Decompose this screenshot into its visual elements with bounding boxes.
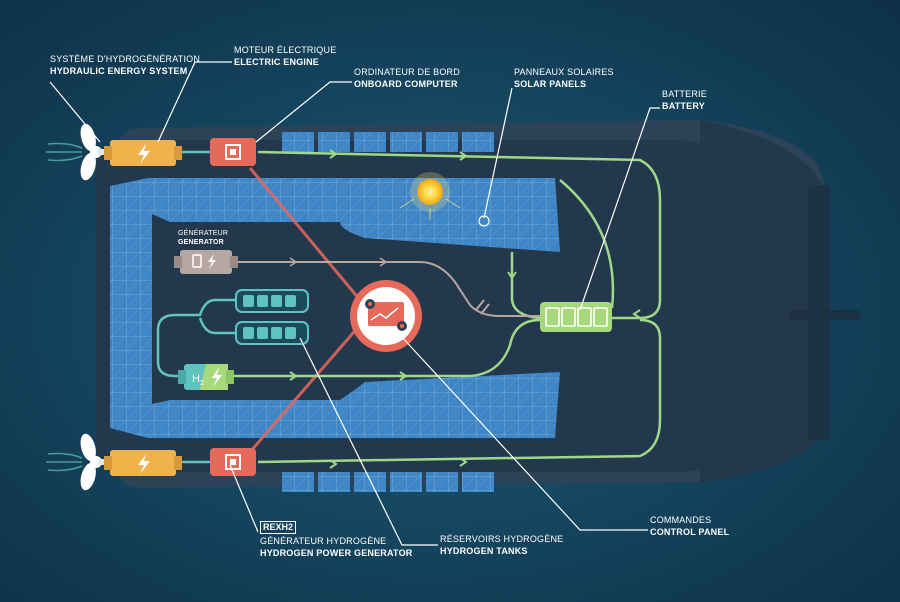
control-panel xyxy=(350,280,422,352)
lightning-icon xyxy=(212,367,222,387)
label-fr: GÉNÉRATEUR xyxy=(178,230,229,237)
lightning-icon xyxy=(138,144,150,164)
generator-line xyxy=(232,261,540,317)
h2-symbol: H xyxy=(192,373,200,385)
label-fr: RÉSERVOIRS HYDROGÈNE xyxy=(440,534,564,544)
hydrogen-tank-1 xyxy=(235,289,309,313)
propeller-icon xyxy=(46,433,116,491)
onboard-computer-top xyxy=(210,138,256,166)
onboard-computer-bottom xyxy=(210,448,256,476)
sun-icon xyxy=(399,172,461,220)
label-en: HYDROGEN POWER GENERATOR xyxy=(260,548,413,558)
flow-arrows xyxy=(289,149,641,469)
hydrogen-tank-2 xyxy=(235,321,309,345)
fuel-pump-icon xyxy=(192,254,202,268)
label-fr: COMMANDES xyxy=(650,515,712,525)
generator xyxy=(174,250,238,274)
power-lines xyxy=(232,150,662,464)
label-electric-engine: MOTEUR ÉLECTRIQUE ELECTRIC ENGINE xyxy=(234,44,336,68)
label-control-panel: COMMANDES CONTROL PANEL xyxy=(650,514,729,538)
label-fr: ORDINATEUR DE BORD xyxy=(354,67,460,77)
chip-icon xyxy=(225,454,241,470)
lightning-icon xyxy=(208,254,216,269)
hydrogen-power-generator: H2 xyxy=(178,364,234,390)
label-hydraulic-system: SYSTÈME D'HYDROGÉNÉRATION HYDRAULIC ENER… xyxy=(50,53,200,77)
solar-panels xyxy=(110,132,560,492)
label-en: ELECTRIC ENGINE xyxy=(234,57,320,67)
chip-icon xyxy=(225,144,241,160)
label-onboard-computer: ORDINATEUR DE BORD ONBOARD COMPUTER xyxy=(354,66,460,90)
label-en: BATTERY xyxy=(662,101,705,111)
label-hydrogen-tanks: RÉSERVOIRS HYDROGÈNE HYDROGEN TANKS xyxy=(440,533,563,557)
bottom-solar-strip xyxy=(282,472,494,492)
callout-leaders xyxy=(49,61,660,546)
lightning-icon xyxy=(138,454,150,474)
h2-subscript: 2 xyxy=(200,380,204,387)
electric-engine-bottom xyxy=(104,450,182,476)
label-en: ONBOARD COMPUTER xyxy=(354,79,458,89)
data-lines xyxy=(248,167,362,453)
label-en: HYDRAULIC ENERGY SYSTEM xyxy=(50,66,188,76)
label-fr: MOTEUR ÉLECTRIQUE xyxy=(234,45,337,55)
label-battery: BATTERIE BATTERY xyxy=(662,88,707,112)
battery-icon xyxy=(540,302,612,332)
generator-arrows xyxy=(289,257,388,267)
label-en: SOLAR PANELS xyxy=(514,79,587,89)
label-en: CONTROL PANEL xyxy=(650,527,730,537)
label-fr: PANNEAUX SOLAIRES xyxy=(514,67,614,77)
label-en: GENERATOR xyxy=(178,239,224,246)
label-rexh2: REXH2 GÉNÉRATEUR HYDROGÈNE HYDROGEN POWE… xyxy=(260,520,412,559)
electric-engine-top xyxy=(104,140,182,166)
label-solar-panels: PANNEAUX SOLAIRES SOLAR PANELS xyxy=(514,66,614,90)
label-fr: SYSTÈME D'HYDROGÉNÉRATION xyxy=(50,54,201,64)
h2-label: H2 xyxy=(192,373,204,387)
label-en: HYDROGEN TANKS xyxy=(440,546,528,556)
label-fr: BATTERIE xyxy=(662,89,707,99)
label-fr: GÉNÉRATEUR HYDROGÈNE xyxy=(260,536,387,546)
label-generator: GÉNÉRATEUR GENERATOR xyxy=(178,229,228,247)
top-solar-strip xyxy=(282,132,494,152)
rexh2-badge: REXH2 xyxy=(260,521,297,534)
